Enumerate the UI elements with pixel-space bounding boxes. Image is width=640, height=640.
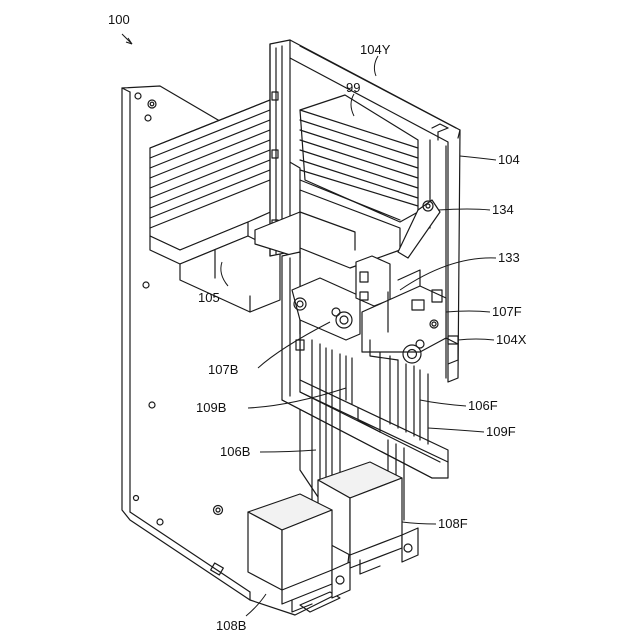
label-99: 99 <box>346 80 360 95</box>
leader-107F <box>446 311 490 312</box>
label-105: 105 <box>198 290 220 305</box>
label-108F: 108F <box>438 516 468 531</box>
label-104Y: 104Y <box>360 42 391 57</box>
leader-104 <box>460 156 496 160</box>
label-104X: 104X <box>496 332 527 347</box>
label-107F: 107F <box>492 304 522 319</box>
label-100: 100 <box>108 12 130 27</box>
rail-109B <box>346 356 352 404</box>
leader-134 <box>438 209 490 210</box>
label-107B: 107B <box>208 362 238 377</box>
leader-104X <box>458 339 494 340</box>
leader-106F <box>420 400 466 406</box>
leader-104Y <box>374 56 378 76</box>
label-106B: 106B <box>220 444 250 459</box>
leader-108F <box>402 522 436 524</box>
rail-109F <box>420 370 428 444</box>
label-133: 133 <box>498 250 520 265</box>
leader-109F <box>428 428 484 432</box>
label-134: 134 <box>492 202 514 217</box>
label-109F: 109F <box>486 424 516 439</box>
label-104: 104 <box>498 152 520 167</box>
label-106F: 106F <box>468 398 498 413</box>
label-109B: 109B <box>196 400 226 415</box>
carriage-107B <box>292 278 360 350</box>
bracket-133 <box>356 256 390 306</box>
label-108B: 108B <box>216 618 246 633</box>
